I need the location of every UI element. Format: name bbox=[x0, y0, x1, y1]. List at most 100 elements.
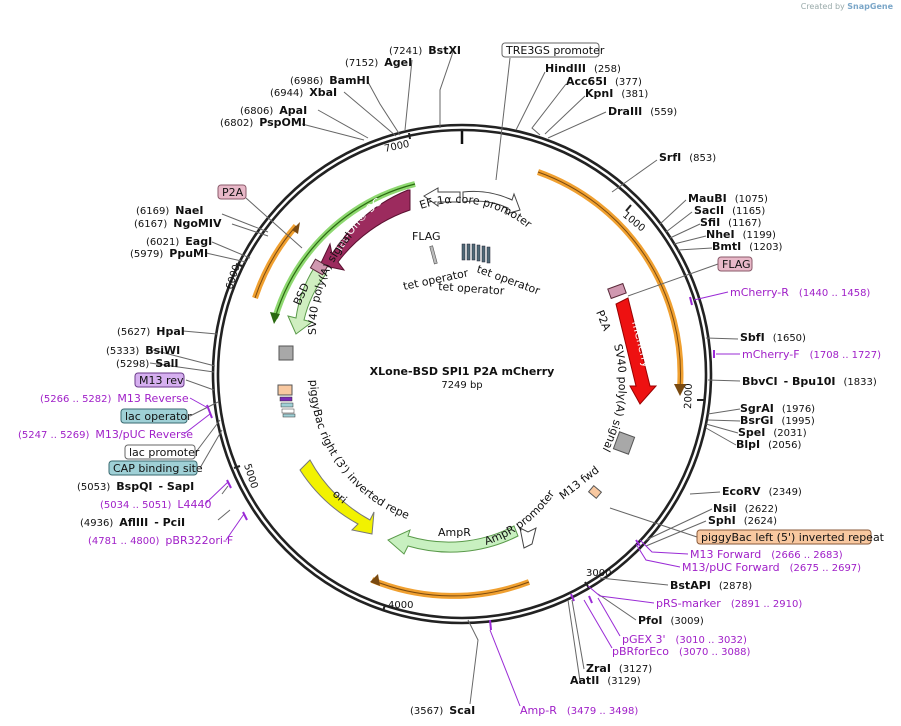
cap-binding-box bbox=[108, 460, 198, 476]
orange-feature-arrows bbox=[252, 169, 686, 599]
primer-m13-puc-reverse: (5247 .. 5269)M13/pUC Reverse bbox=[18, 428, 193, 441]
cap-binding-box-label: CAP binding site bbox=[113, 462, 203, 475]
tick-label-4000: 4000 bbox=[388, 600, 413, 611]
p2a-small-feature bbox=[309, 258, 329, 276]
primer-m13-forward: M13 Forward(2666 .. 2683) bbox=[690, 548, 843, 561]
primer-prs-marker: pRS-marker(2891 .. 2910) bbox=[656, 597, 802, 610]
tet-on-region-arrow bbox=[270, 181, 416, 324]
enzyme-blpi: BlpI(2056) bbox=[736, 438, 801, 451]
lac-promoter-box bbox=[124, 444, 196, 460]
p2a-inner-feature bbox=[607, 282, 627, 300]
backbone-outer bbox=[211, 123, 713, 625]
tet-on-3g-feature bbox=[319, 189, 411, 271]
tre3gs-promoter-box bbox=[501, 42, 600, 58]
plasmid-size: 7249 bp bbox=[441, 380, 482, 391]
ori-feature bbox=[299, 459, 375, 535]
enzyme-sphi: SphI(2624) bbox=[708, 514, 777, 527]
enzyme-scai: (3567)ScaI bbox=[410, 704, 475, 717]
enzyme-leaders-right bbox=[515, 71, 741, 682]
enzyme-zrai: ZraI(3127) bbox=[586, 662, 652, 675]
primer-m13-reverse: (5266 .. 5282)M13 Reverse bbox=[40, 392, 189, 405]
ampr-feature bbox=[387, 525, 519, 555]
tick-label-7000: 7000 bbox=[383, 139, 410, 155]
flag-box-label: FLAG bbox=[722, 258, 751, 271]
enzyme-apai: (6806)ApaI bbox=[240, 104, 307, 117]
enzyme-nsii: NsiI(2622) bbox=[713, 502, 778, 515]
enzyme-afliii-pcii: (4936)AflIII- PciI bbox=[80, 516, 185, 529]
enzyme-draiii: DraIII(559) bbox=[608, 105, 677, 118]
snapgene-watermark: Created by SnapGene bbox=[801, 2, 893, 11]
enzyme-bsiwi: (5333)BsiWI bbox=[106, 344, 180, 357]
enzyme-ngomiv: (6167)NgoMIV bbox=[134, 217, 222, 230]
plasmid-name: XLone-BSD SPI1 P2A mCherry bbox=[370, 365, 555, 378]
tick-marks bbox=[233, 132, 704, 612]
primer-pbrforeco: pBRforEco(3070 .. 3088) bbox=[612, 645, 751, 658]
enzyme-naei: (6169)NaeI bbox=[136, 204, 203, 217]
enzyme-ecorv: EcoRV(2349) bbox=[722, 485, 802, 498]
ampr-promoter-label: AmpR promoter bbox=[483, 487, 558, 547]
lac-operator-feature bbox=[280, 402, 294, 408]
m13-rev-box bbox=[134, 372, 185, 388]
enzyme-leaders-left bbox=[149, 51, 479, 705]
primer-leaders-left bbox=[183, 397, 248, 541]
tre3gs-leader bbox=[495, 57, 511, 181]
tet-operator-blocks bbox=[461, 243, 491, 264]
enzyme-acc65i: Acc65I(377) bbox=[566, 75, 642, 88]
enzyme-eagi: (6021)EagI bbox=[146, 235, 212, 248]
p2a-box-label: P2A bbox=[222, 186, 244, 199]
tet-operator-label-3: tet operator bbox=[438, 280, 505, 298]
enzyme-ppumi: (5979)PpuMI bbox=[130, 247, 208, 260]
primer-pgex3: pGEX 3'(3010 .. 3032) bbox=[622, 633, 747, 646]
m13-rev-box-label: M13 rev bbox=[139, 374, 184, 387]
backbone-inner bbox=[216, 128, 708, 620]
primer-amp-r: Amp-R(3479 .. 3498) bbox=[520, 704, 638, 717]
enzyme-bmti: BmtI(1203) bbox=[712, 240, 783, 253]
ef1a-label: EF-1α core promoter bbox=[418, 193, 535, 231]
enzyme-nhei: NheI(1199) bbox=[706, 228, 776, 241]
enzyme-spei: SpeI(2031) bbox=[738, 426, 807, 439]
m13-rev-feature bbox=[279, 396, 293, 402]
watermark-brand: SnapGene bbox=[847, 2, 893, 11]
primer-mcherry-f: mCherry-F(1708 .. 1727) bbox=[742, 348, 881, 361]
enzyme-sbfi: SbfI(1650) bbox=[740, 331, 806, 344]
m13-fwd-feature bbox=[587, 485, 603, 499]
enzyme-bamhi: (6986)BamHI bbox=[290, 74, 370, 87]
enzyme-sali: (5298)SalI bbox=[116, 357, 178, 370]
enzyme-pfoi: PfoI(3009) bbox=[638, 614, 704, 627]
enzyme-aatii: AatII(3129) bbox=[570, 674, 641, 687]
piggybac-right-feature bbox=[277, 384, 293, 396]
flag-inner-feature bbox=[429, 245, 438, 265]
enzyme-xbai: (6944)XbaI bbox=[270, 86, 337, 99]
enzyme-sfii: SfiI(1167) bbox=[700, 216, 762, 229]
tre3gs-promoter-label: TRE3GS promoter bbox=[505, 44, 605, 57]
lac-operator-box bbox=[120, 408, 188, 424]
cap-binding-feature bbox=[282, 413, 296, 418]
enzyme-pspomi: (6802)PspOMI bbox=[220, 116, 306, 129]
enzyme-agei: (7152)AgeI bbox=[345, 56, 412, 69]
primer-mcherry-r: mCherry-R(1440 .. 1458) bbox=[730, 286, 870, 299]
ampr-label: AmpR bbox=[438, 526, 471, 539]
primer-l4440: (5034 .. 5051)L4440 bbox=[100, 498, 212, 511]
mcherry-feature bbox=[615, 297, 658, 405]
piggybac-left-box-label: piggyBac left (5') inverted repeat bbox=[701, 531, 885, 544]
enzyme-bstxi: (7241)BstXI bbox=[389, 44, 461, 57]
p2a-inner-label: P2A bbox=[593, 308, 613, 333]
p2a-box bbox=[217, 184, 247, 200]
flag-box bbox=[717, 256, 753, 272]
enzyme-bbvci: BbvCI- Bpu10I(1833) bbox=[742, 375, 877, 388]
ef1a-arrow-right bbox=[462, 190, 521, 215]
tick-label-6000: 6000 bbox=[224, 263, 242, 291]
enzyme-bsrgi: BsrGI(1995) bbox=[740, 414, 815, 427]
tick-label-3000: 3000 bbox=[586, 568, 611, 579]
primer-leaders-right bbox=[570, 539, 689, 649]
ampr-promoter-arrow bbox=[519, 527, 537, 549]
lac-promoter-feature bbox=[281, 408, 295, 414]
enzyme-hindiii: HindIII(258) bbox=[545, 62, 621, 75]
enzyme-bspqi-sapi: (5053)BspQI- SapI bbox=[77, 480, 194, 493]
enzyme-maubi: MauBI(1075) bbox=[688, 192, 768, 205]
lac-promoter-box-label: lac promoter bbox=[129, 446, 200, 459]
enzyme-srfi: SrfI(853) bbox=[659, 151, 716, 164]
ef1a-arrow-left bbox=[423, 187, 461, 207]
enzyme-sacii: SacII(1165) bbox=[694, 204, 765, 217]
